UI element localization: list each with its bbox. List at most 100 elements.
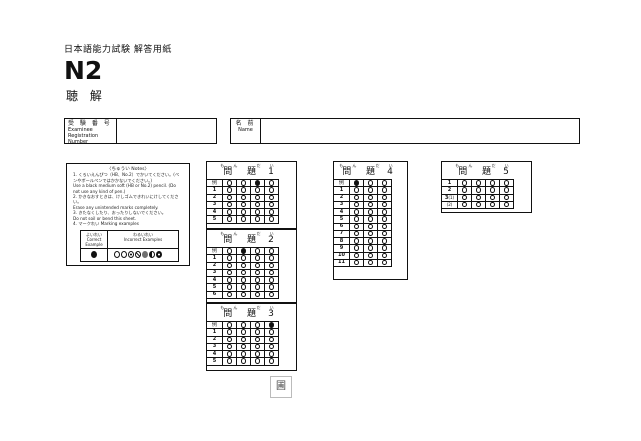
answer-bubble[interactable] xyxy=(382,201,387,208)
answer-bubble[interactable] xyxy=(269,216,274,222)
answer-bubble[interactable] xyxy=(382,238,387,244)
answer-bubble[interactable] xyxy=(476,194,481,200)
answer-bubble[interactable] xyxy=(241,351,246,357)
answer-bubble[interactable] xyxy=(255,358,260,364)
answer-bubble[interactable] xyxy=(269,277,274,283)
answer-bubble[interactable] xyxy=(255,351,260,357)
answer-bubble[interactable] xyxy=(368,238,373,244)
answer-bubble[interactable] xyxy=(354,259,359,266)
answer-bubble[interactable] xyxy=(227,255,232,261)
answer-bubble[interactable] xyxy=(269,336,274,342)
answer-bubble[interactable] xyxy=(354,201,359,208)
answer-bubble[interactable] xyxy=(255,180,260,186)
answer-bubble[interactable] xyxy=(241,187,246,193)
answer-bubble[interactable] xyxy=(227,336,232,342)
answer-bubble[interactable] xyxy=(269,343,274,350)
answer-bubble[interactable] xyxy=(227,358,232,364)
answer-bubble[interactable] xyxy=(354,209,359,215)
answer-bubble[interactable] xyxy=(241,277,246,283)
answer-bubble[interactable] xyxy=(382,245,387,251)
answer-bubble[interactable] xyxy=(490,201,495,208)
answer-bubble[interactable] xyxy=(227,284,232,290)
answer-bubble[interactable] xyxy=(504,180,509,186)
answer-bubble[interactable] xyxy=(382,252,387,258)
answer-bubble[interactable] xyxy=(368,223,373,229)
answer-bubble[interactable] xyxy=(354,180,359,186)
answer-bubble[interactable] xyxy=(241,216,246,222)
answer-bubble[interactable] xyxy=(269,351,274,357)
answer-bubble[interactable] xyxy=(354,245,359,251)
answer-bubble[interactable] xyxy=(269,358,274,364)
answer-bubble[interactable] xyxy=(382,230,387,237)
answer-bubble[interactable] xyxy=(227,248,232,254)
registration-field[interactable]: 受 験 番 号 Examinee Registration Number xyxy=(64,118,217,145)
answer-bubble[interactable] xyxy=(462,187,467,193)
answer-bubble[interactable] xyxy=(269,194,274,200)
answer-bubble[interactable] xyxy=(269,255,274,261)
answer-bubble[interactable] xyxy=(241,322,246,328)
answer-bubble[interactable] xyxy=(269,262,274,268)
answer-bubble[interactable] xyxy=(241,209,246,215)
answer-bubble[interactable] xyxy=(241,336,246,342)
answer-bubble[interactable] xyxy=(269,187,274,193)
answer-bubble[interactable] xyxy=(241,284,246,290)
answer-bubble[interactable] xyxy=(227,187,232,193)
answer-bubble[interactable] xyxy=(354,216,359,222)
answer-bubble[interactable] xyxy=(255,262,260,268)
answer-bubble[interactable] xyxy=(490,194,495,200)
answer-bubble[interactable] xyxy=(382,216,387,222)
answer-bubble[interactable] xyxy=(462,194,467,200)
answer-bubble[interactable] xyxy=(227,269,232,276)
answer-bubble[interactable] xyxy=(368,209,373,215)
answer-bubble[interactable] xyxy=(255,291,260,297)
answer-bubble[interactable] xyxy=(241,194,246,200)
answer-bubble[interactable] xyxy=(476,180,481,186)
answer-bubble[interactable] xyxy=(382,259,387,266)
answer-bubble[interactable] xyxy=(382,180,387,186)
answer-bubble[interactable] xyxy=(227,180,232,186)
answer-bubble[interactable] xyxy=(354,187,359,193)
answer-bubble[interactable] xyxy=(269,209,274,215)
answer-bubble[interactable] xyxy=(382,223,387,229)
answer-bubble[interactable] xyxy=(490,180,495,186)
answer-bubble[interactable] xyxy=(227,322,232,328)
answer-bubble[interactable] xyxy=(368,216,373,222)
answer-bubble[interactable] xyxy=(368,194,373,200)
answer-bubble[interactable] xyxy=(504,194,509,200)
answer-bubble[interactable] xyxy=(227,343,232,350)
answer-bubble[interactable] xyxy=(255,277,260,283)
answer-bubble[interactable] xyxy=(241,358,246,364)
answer-bubble[interactable] xyxy=(255,336,260,342)
answer-bubble[interactable] xyxy=(382,187,387,193)
answer-bubble[interactable] xyxy=(227,351,232,357)
answer-bubble[interactable] xyxy=(227,201,232,208)
answer-bubble[interactable] xyxy=(241,255,246,261)
answer-bubble[interactable] xyxy=(241,248,246,254)
answer-bubble[interactable] xyxy=(368,230,373,237)
answer-bubble[interactable] xyxy=(255,194,260,200)
answer-bubble[interactable] xyxy=(255,322,260,328)
answer-bubble[interactable] xyxy=(269,322,274,328)
answer-bubble[interactable] xyxy=(462,180,467,186)
answer-bubble[interactable] xyxy=(382,194,387,200)
answer-bubble[interactable] xyxy=(227,329,232,335)
answer-bubble[interactable] xyxy=(227,277,232,283)
answer-bubble[interactable] xyxy=(227,216,232,222)
answer-bubble[interactable] xyxy=(368,252,373,258)
name-field[interactable]: 名 前 Name xyxy=(230,118,580,144)
answer-bubble[interactable] xyxy=(241,329,246,335)
answer-bubble[interactable] xyxy=(490,187,495,193)
answer-bubble[interactable] xyxy=(255,284,260,290)
answer-bubble[interactable] xyxy=(269,269,274,276)
answer-bubble[interactable] xyxy=(504,187,509,193)
answer-bubble[interactable] xyxy=(368,180,373,186)
answer-bubble[interactable] xyxy=(269,329,274,335)
answer-bubble[interactable] xyxy=(241,343,246,350)
answer-bubble[interactable] xyxy=(227,291,232,297)
answer-bubble[interactable] xyxy=(241,180,246,186)
answer-bubble[interactable] xyxy=(368,245,373,251)
answer-bubble[interactable] xyxy=(255,329,260,335)
answer-bubble[interactable] xyxy=(241,269,246,276)
answer-bubble[interactable] xyxy=(269,201,274,208)
answer-bubble[interactable] xyxy=(462,201,467,208)
